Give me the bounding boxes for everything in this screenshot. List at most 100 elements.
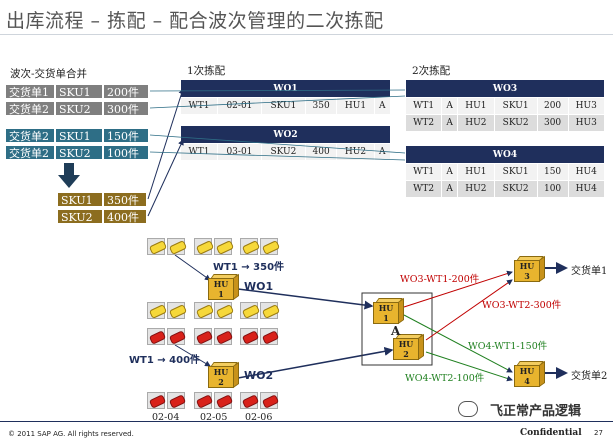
source-row-qty: 200件	[103, 84, 149, 99]
hu-label: HU	[213, 367, 229, 377]
first-pick-label: 1次拣配	[187, 65, 226, 77]
hu4-box-icon: HU 4	[514, 360, 545, 388]
hu-label: HU	[213, 279, 229, 289]
wo3-wt2-label: WO3-WT2-300件	[482, 300, 562, 311]
bin-label: 02-05	[200, 412, 228, 423]
table-cell: WT2	[404, 180, 443, 198]
hu-number: 1	[383, 313, 389, 323]
table-cell: HU1	[457, 97, 495, 115]
wo3-table: WO3 WT1 A HU1 SKU1 200 HU3 WT2 A HU2 SKU…	[404, 79, 606, 132]
table-cell: SKU2	[493, 114, 538, 132]
table-cell: HU2	[457, 180, 495, 198]
footer: © 2011 SAP AG. All rights reserved. Conf…	[0, 422, 613, 440]
hu-number: 1	[218, 289, 224, 299]
bin-label: 02-06	[245, 412, 273, 423]
table-cell: HU4	[567, 180, 606, 198]
wo3-wt1-label: WO3-WT1-200件	[400, 274, 480, 285]
watermark-text: 飞正常产品逻辑	[490, 404, 582, 419]
table-cell: 300	[536, 114, 569, 132]
table-cell: HU2	[336, 143, 375, 161]
wo1-arrow-label: WO1	[244, 280, 274, 293]
wo1-header: WO1	[180, 79, 391, 98]
title-divider	[0, 34, 613, 35]
source-row-delivery: 交货单2	[5, 101, 55, 116]
merged-row-qty: 350件	[103, 192, 147, 207]
source-row-delivery: 交货单1	[5, 84, 55, 99]
source-row-delivery: 交货单2	[5, 145, 55, 160]
table-cell: 150	[536, 163, 569, 181]
hu1-staging-box-icon: HU 1	[373, 297, 404, 325]
hu2-box-icon: HU 2	[208, 361, 239, 389]
hu-label: HU	[398, 339, 414, 349]
table-cell: WT1	[180, 143, 218, 161]
table-cell: HU3	[567, 114, 606, 132]
wo4-table: WO4 WT1 A HU1 SKU1 150 HU4 WT2 A HU2 SKU…	[404, 145, 606, 198]
source-row-sku: SKU1	[55, 128, 103, 143]
table-cell: HU1	[336, 97, 375, 115]
table-cell: A	[441, 180, 459, 198]
hu-number: 3	[524, 271, 530, 281]
hu3-box-icon: HU 3	[514, 255, 545, 283]
source-row-sku: SKU2	[55, 145, 103, 160]
source-row: 交货单2 SKU2 300件	[5, 101, 149, 116]
source-row: 交货单2 SKU2 100件	[5, 145, 149, 160]
table-cell: WT1	[404, 97, 443, 115]
source-row-qty: 150件	[103, 128, 149, 143]
wo2-header: WO2	[180, 125, 391, 144]
table-cell: 350	[304, 97, 338, 115]
hu-number: 2	[218, 377, 224, 387]
table-cell: WT1	[404, 163, 443, 181]
footer-divider	[0, 421, 613, 422]
table-cell: SKU2	[493, 180, 538, 198]
table-cell: 100	[536, 180, 569, 198]
source-row-qty: 300件	[103, 101, 149, 116]
merged-row-sku: SKU1	[57, 192, 103, 207]
area-a-label: A	[391, 324, 401, 338]
wave-label: 波次-交货单合并	[10, 68, 88, 80]
source-row-delivery: 交货单2	[5, 128, 55, 143]
wechat-icon	[458, 401, 478, 417]
hu2-staging-box-icon: HU 2	[393, 333, 424, 361]
hu1-box-icon: HU 1	[208, 273, 239, 301]
table-cell: HU1	[457, 163, 495, 181]
table-cell: SKU1	[260, 97, 306, 115]
hu-label: HU	[378, 303, 394, 313]
table-cell: A	[441, 163, 459, 181]
page-title: 出库流程 – 拣配 – 配合波次管理的二次拣配	[6, 10, 384, 32]
wt1-400-label: WT1 → 400件	[129, 355, 201, 366]
wo4-wt2-label: WO4-WT2-100件	[405, 373, 485, 384]
source-row: 交货单1 SKU1 200件	[5, 84, 149, 99]
table-cell: A	[373, 97, 392, 115]
destination-delivery-2: 交货单2	[571, 371, 608, 382]
confidential-label: Confidential	[520, 428, 582, 438]
wo2-arrow-label: WO2	[244, 369, 274, 382]
source-row-sku: SKU2	[55, 101, 103, 116]
bin-label: 02-04	[152, 412, 180, 423]
hu-label: HU	[519, 366, 535, 376]
wo2-table: WO2 WT1 03-01 SKU2 400 HU2 A	[180, 125, 392, 161]
source-row-qty: 100件	[103, 145, 149, 160]
source-row: 交货单2 SKU1 150件	[5, 128, 149, 143]
merged-row-sku: SKU2	[57, 209, 103, 224]
merged-row: SKU2 400件	[57, 209, 147, 224]
hu-number: 4	[524, 376, 530, 386]
wt1-350-label: WT1 → 350件	[213, 262, 285, 273]
table-cell: WT2	[404, 114, 443, 132]
wo1-table: WO1 WT1 02-01 SKU1 350 HU1 A	[180, 79, 392, 115]
copyright-text: © 2011 SAP AG. All rights reserved.	[8, 430, 134, 438]
wo3-header: WO3	[405, 79, 605, 98]
hu-number: 2	[403, 349, 409, 359]
table-cell: A	[373, 143, 392, 161]
table-cell: 03-01	[216, 143, 262, 161]
table-cell: HU2	[457, 114, 495, 132]
table-cell: 02-01	[216, 97, 262, 115]
wo4-wt1-label: WO4-WT1-150件	[468, 341, 548, 352]
merged-row: SKU1 350件	[57, 192, 147, 207]
source-row-sku: SKU1	[55, 84, 103, 99]
second-pick-label: 2次拣配	[412, 65, 451, 77]
merged-row-qty: 400件	[103, 209, 147, 224]
hu-label: HU	[519, 261, 535, 271]
page-number: 27	[594, 429, 603, 437]
down-arrow-icon	[58, 163, 80, 188]
